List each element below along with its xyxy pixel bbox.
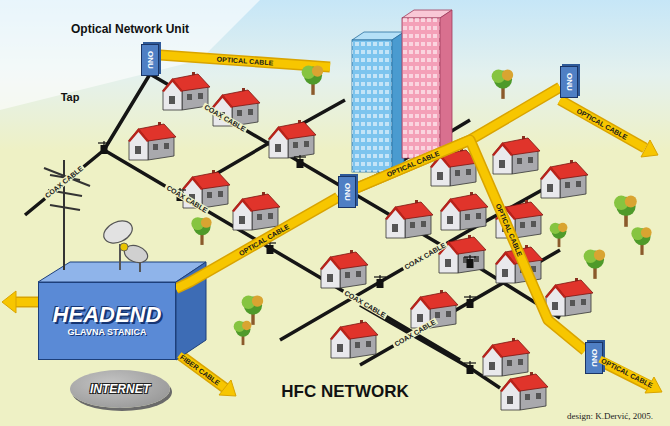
- cable-label: FIBER CABLE: [177, 352, 222, 388]
- cable-band: [356, 140, 585, 351]
- onu-box: ONU: [141, 44, 159, 76]
- node-text: GLAVNA STANICA: [68, 327, 147, 339]
- diagram-title: HFC NETWORK: [281, 382, 408, 402]
- node-text: ONU: [565, 73, 574, 91]
- onu-box: ONU: [560, 66, 578, 98]
- cable-label: COAX CABLE: [341, 288, 388, 319]
- onu-box: ONU: [338, 176, 356, 208]
- cable-label: OPTICAL CABLE: [598, 356, 655, 390]
- node-text: ONU: [146, 51, 155, 69]
- cable-outline: [356, 87, 560, 188]
- node-text: INTERNET: [90, 382, 150, 396]
- node-text: ONU: [343, 183, 352, 201]
- cable-outline: [356, 140, 585, 351]
- node-text: HEADEND: [53, 303, 162, 327]
- callout-label: Tap: [61, 91, 80, 103]
- headend-building: HEADENDGLAVNA STANICA: [38, 282, 176, 360]
- optical-cable: [356, 87, 560, 188]
- node-text: ONU: [590, 349, 599, 367]
- optical-cable: [356, 140, 585, 351]
- cable-band: [356, 87, 560, 188]
- callout-label: Optical Network Unit: [71, 22, 189, 36]
- internet-cloud: INTERNET: [70, 370, 170, 408]
- credit-note: design: K.Dervić, 2005.: [567, 411, 653, 421]
